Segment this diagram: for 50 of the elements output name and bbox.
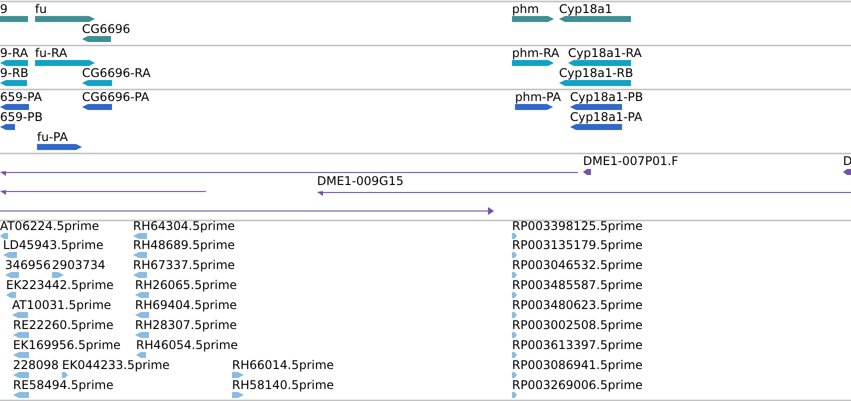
feature-label: DME1-007P01.F bbox=[583, 154, 678, 168]
feature-label: fu-RA bbox=[35, 46, 68, 60]
feature-label: RP003485587.5prime bbox=[512, 278, 643, 292]
feature-label: Cyp18a1-PA bbox=[570, 110, 642, 124]
feature-label: phm-RA bbox=[512, 46, 560, 60]
feature-label: 659-PA bbox=[0, 90, 42, 104]
feature-label: 2903734 bbox=[52, 258, 106, 272]
feature-label: RH64304.5prime bbox=[133, 219, 235, 233]
feature-label: RH46054.5prime bbox=[136, 338, 238, 352]
feature-label: RH58140.5prime bbox=[232, 378, 334, 392]
feature-label: 346956 bbox=[5, 258, 51, 272]
feature-label: AT10031.5prime bbox=[12, 298, 112, 312]
feature-label: LD45943.5prime bbox=[3, 238, 104, 252]
feature-label: RP003398125.5prime bbox=[512, 219, 643, 233]
feature-label: CG6696 bbox=[82, 22, 130, 36]
feature-label: RP003269006.5prime bbox=[512, 378, 643, 392]
feature-label: 9 bbox=[0, 2, 8, 16]
feature-label: EK044233.5prime bbox=[62, 358, 170, 372]
feature-label: RH69404.5prime bbox=[135, 298, 237, 312]
feature-label: Cyp18a1-PB bbox=[570, 90, 644, 104]
feature-label: RH26065.5prime bbox=[135, 278, 237, 292]
feature-label: EK223442.5prime bbox=[6, 278, 114, 292]
feature-label: 9-RA bbox=[0, 46, 28, 60]
feature-label: RE58494.5prime bbox=[13, 378, 114, 392]
feature-label: RP003002508.5prime bbox=[512, 318, 643, 332]
feature-label: CG6696-RA bbox=[82, 66, 151, 80]
feature-label: fu-PA bbox=[37, 130, 68, 144]
feature-label: RH48689.5prime bbox=[133, 238, 235, 252]
feature-label: Cyp18a1 bbox=[559, 2, 612, 16]
feature-label: RP003046532.5prime bbox=[512, 258, 643, 272]
feature-label: RH28307.5prime bbox=[135, 318, 237, 332]
feature-label: fu bbox=[35, 2, 47, 16]
feature-label: RP003086941.5prime bbox=[512, 358, 643, 372]
feature-label: Cyp18a1-RA bbox=[568, 46, 642, 60]
feature-label: 228098 bbox=[13, 358, 59, 372]
feature-label: RP003613397.5prime bbox=[512, 338, 643, 352]
feature-label: phm-PA bbox=[515, 90, 561, 104]
feature-label: RP003480623.5prime bbox=[512, 298, 643, 312]
feature-label: RH67337.5prime bbox=[133, 258, 235, 272]
feature-label: phm bbox=[512, 2, 539, 16]
feature-label: RH66014.5prime bbox=[232, 358, 334, 372]
feature-label: 9-RB bbox=[0, 66, 29, 80]
feature-label: DME1-009G15 bbox=[317, 174, 404, 188]
feature-label: AT06224.5prime bbox=[0, 219, 100, 233]
feature-label: 659-PB bbox=[0, 110, 43, 124]
feature-label: CG6696-PA bbox=[82, 90, 150, 104]
feature-label: EK169956.5prime bbox=[13, 338, 121, 352]
feature-label: RE22260.5prime bbox=[13, 318, 114, 332]
feature-label: Cyp18a1-RB bbox=[559, 66, 634, 80]
feature-label: RP003135179.5prime bbox=[512, 238, 643, 252]
